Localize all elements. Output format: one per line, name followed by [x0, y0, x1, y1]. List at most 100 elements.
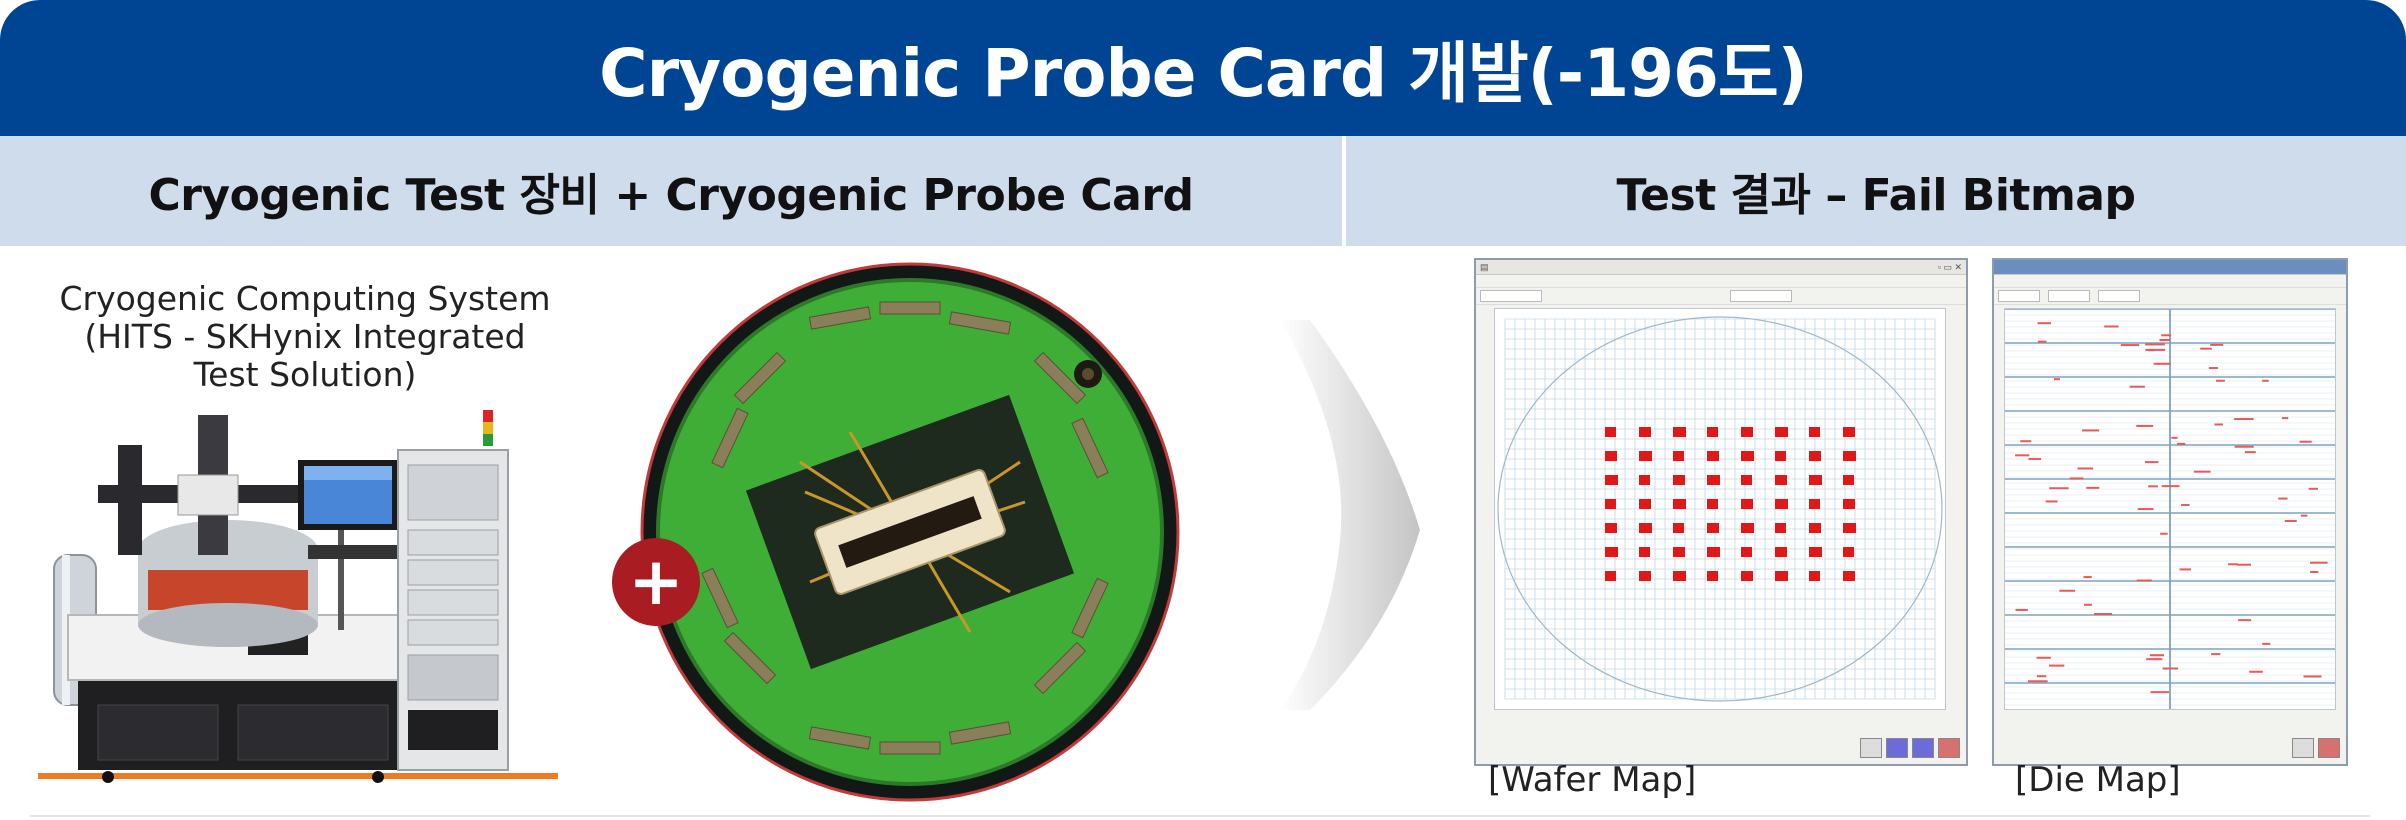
system-label-line-1: Cryogenic Computing System	[59, 279, 551, 318]
chip-location-field[interactable]	[1480, 290, 1542, 302]
fail-bit-mark	[2136, 424, 2154, 427]
fail-bit-mark	[2299, 440, 2312, 443]
fail-die-mark	[1639, 571, 1651, 581]
fail-bit-mark	[2262, 642, 2271, 645]
chip-field[interactable]	[2098, 290, 2140, 302]
fail-die-mark	[1775, 499, 1788, 509]
mat-field[interactable]	[2048, 290, 2090, 302]
divider	[30, 815, 2370, 817]
die-tool-button-2[interactable]	[2318, 738, 2340, 758]
die-tool-button-1[interactable]	[2292, 738, 2314, 758]
fail-die-mark	[1775, 451, 1786, 461]
bank-field[interactable]	[1998, 290, 2040, 302]
fail-bit-mark	[2181, 504, 2190, 507]
fail-bit-mark	[2015, 608, 2028, 611]
fail-bit-mark	[2037, 340, 2047, 343]
wafer-window-buttons	[1860, 738, 1960, 758]
fail-die-mark	[1843, 523, 1856, 533]
cryogenic-test-equipment-image	[38, 410, 558, 783]
plus-badge: +	[612, 538, 700, 626]
fail-die-mark	[1775, 523, 1786, 533]
fail-bit-mark	[2045, 500, 2058, 503]
fail-bit-mark	[2020, 440, 2032, 443]
fail-bit-mark	[2234, 418, 2254, 421]
die-window-buttons	[2292, 738, 2340, 758]
wafer-tool-button-3[interactable]	[1912, 738, 1934, 758]
fail-bit-mark	[2208, 367, 2218, 370]
fail-bit-mark	[2177, 442, 2186, 445]
fail-die-mark	[1639, 547, 1650, 557]
fail-die-mark	[1707, 547, 1720, 557]
wafer-window-menubar	[1476, 275, 1966, 288]
fail-bit-mark	[2214, 423, 2223, 426]
fail-bit-mark	[2303, 675, 2322, 678]
fail-bit-mark	[2179, 568, 2191, 571]
window-controls-icon[interactable]: ▫ ▭ ✕	[1937, 261, 1962, 272]
fail-bit-mark	[2310, 570, 2319, 573]
fail-bit-mark	[2281, 417, 2289, 420]
fail-bit-mark	[2162, 667, 2179, 670]
fail-bit-mark	[2036, 675, 2047, 678]
fail-bit-mark	[2150, 691, 2169, 694]
wafer-map-window: ▤ ▫ ▭ ✕	[1474, 258, 1968, 766]
fail-die-mark	[1673, 475, 1685, 485]
wafer-window-titlebar: ▤ ▫ ▭ ✕	[1476, 260, 1966, 275]
fail-bit-mark	[2249, 670, 2263, 673]
fail-bit-mark	[2144, 461, 2159, 464]
fail-die-mark	[1741, 499, 1753, 509]
fail-die-mark	[1639, 523, 1652, 533]
fail-bit-mark	[2129, 385, 2145, 388]
fail-die-mark	[1741, 475, 1752, 485]
page-title: Cryogenic Probe Card 개발(-196도)	[599, 35, 1808, 112]
fail-die-mark	[1707, 451, 1719, 461]
die-map-window	[1992, 258, 2348, 766]
fail-die-mark	[1673, 451, 1684, 461]
fail-bit-mark	[2145, 348, 2166, 351]
fail-bit-mark	[2082, 429, 2100, 432]
fail-bit-mark	[2308, 487, 2318, 490]
fail-bit-mark	[2237, 563, 2251, 566]
fail-die-mark	[1741, 427, 1753, 437]
fail-bit-mark	[2309, 561, 2328, 564]
fail-die-mark	[1605, 451, 1617, 461]
cryogenic-probe-card-image	[640, 262, 1180, 802]
die-window-title-bar-fill	[2169, 262, 2172, 272]
fail-die-mark	[1639, 499, 1651, 509]
fail-die-mark	[1707, 427, 1718, 437]
fail-die-mark	[1809, 475, 1822, 485]
fail-die-mark	[1673, 547, 1685, 557]
fail-die-mark	[1809, 451, 1821, 461]
fail-bit-mark	[2160, 532, 2168, 535]
fail-bit-mark	[2086, 486, 2100, 489]
right-arrow-icon	[1280, 320, 1420, 710]
wafer-tool-button-4[interactable]	[1938, 738, 1960, 758]
fail-die-mark	[1605, 547, 1618, 557]
die-map-grid	[2005, 308, 2335, 709]
fail-die-mark	[1843, 547, 1854, 557]
fail-die-mark	[1673, 523, 1684, 533]
fail-bit-mark	[2161, 334, 2172, 337]
die-window-menubar	[1994, 275, 2346, 288]
fail-bit-mark	[2120, 344, 2140, 347]
fail-bit-mark	[2028, 457, 2042, 460]
fail-die-mark	[1809, 523, 1821, 533]
fail-die-mark	[1605, 475, 1618, 485]
wafer-tool-button-2[interactable]	[1886, 738, 1908, 758]
fail-die-mark	[1605, 427, 1616, 437]
fail-die-mark	[1741, 451, 1754, 461]
fail-die-mark	[1775, 475, 1787, 485]
fail-die-mark	[1639, 451, 1652, 461]
die-map-plot	[2004, 308, 2336, 710]
fail-die-mark	[1843, 571, 1855, 581]
fail-die-mark	[1605, 499, 1616, 509]
fail-die-mark	[1843, 451, 1856, 461]
die-window-toolbar	[1994, 288, 2346, 305]
wafer-tool-button-1[interactable]	[1860, 738, 1882, 758]
fail-die-mark	[1843, 427, 1855, 437]
fail-bits-field[interactable]	[1730, 290, 1792, 302]
fail-bit-mark	[2159, 338, 2171, 341]
fail-bit-mark	[2171, 436, 2178, 439]
fail-bit-mark	[2244, 451, 2256, 454]
fail-bit-mark	[2049, 487, 2069, 490]
